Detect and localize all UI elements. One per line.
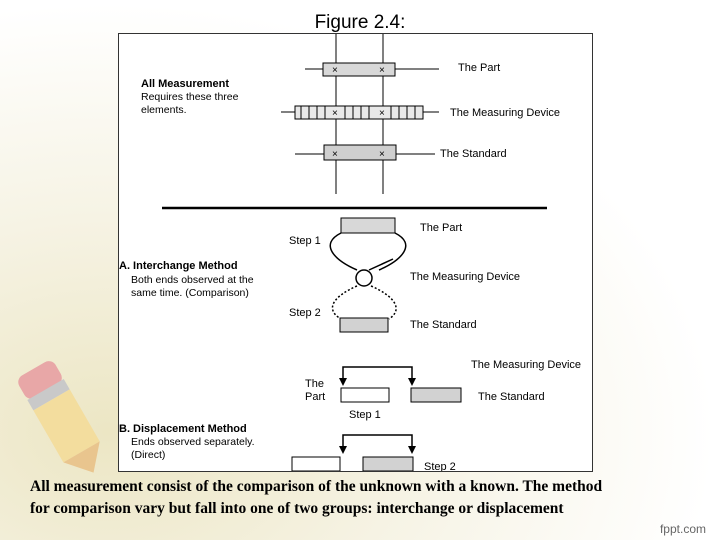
interchange-step1: Step 1: [289, 235, 321, 247]
displacement-device-step1: [342, 366, 413, 384]
caliper-lower-left: [331, 285, 358, 320]
displacement-device-step2: [342, 434, 413, 452]
interchange-label-standard: The Standard: [410, 319, 477, 331]
step2-arrow-right: [408, 446, 416, 454]
step1-arrow-right: [408, 378, 416, 386]
standard-bar: [323, 144, 397, 161]
caption: All measurement consist of the compariso…: [30, 476, 710, 520]
interchange-label-part: The Part: [420, 222, 462, 234]
standard-mark-right: ×: [379, 149, 385, 160]
device-mark-left: ×: [332, 108, 338, 119]
displacement-label-standard: The Standard: [478, 391, 545, 403]
displacement-part-bar: [340, 387, 390, 403]
interchange-step2: Step 2: [289, 307, 321, 319]
caliper-upper-left: [329, 232, 358, 271]
displacement-step1: Step 1: [349, 409, 381, 421]
device-mark-right: ×: [379, 108, 385, 119]
displacement-heading: B. Displacement Method: [119, 423, 247, 435]
all-measurement-desc-1: Requires these three: [141, 91, 239, 103]
displacement-desc-1: Ends observed separately.: [131, 436, 255, 448]
displacement-part-line2: Part: [305, 391, 325, 403]
device-bar: [294, 105, 424, 120]
all-measurement-section: All Measurement Requires these three ele…: [141, 34, 560, 194]
interchange-section: The Part Step 1 The Measuring Device Ste…: [119, 217, 520, 333]
caption-line-2: for comparison vary but fall into one of…: [30, 500, 564, 517]
interchange-standard-bar: [339, 317, 389, 333]
step2-standard-bar: [362, 456, 414, 471]
caption-line-1: All measurement consist of the compariso…: [30, 478, 603, 495]
part-mark-right: ×: [379, 65, 385, 76]
step1-arrow-left: [339, 378, 347, 386]
caliper-lower-right: [370, 285, 397, 320]
step2-part-bar: [291, 456, 341, 471]
figure-panel: All Measurement Requires these three ele…: [118, 33, 593, 472]
device-ticks: [300, 106, 416, 119]
brand-text: fppt.com: [659, 522, 706, 536]
step2-arrow-left: [339, 446, 347, 454]
interchange-part-bar: [340, 217, 396, 234]
interchange-desc-1: Both ends observed at the: [131, 274, 254, 286]
all-measurement-heading: All Measurement: [141, 78, 229, 90]
displacement-desc-2: (Direct): [131, 449, 165, 461]
caliper-pivot: [355, 269, 373, 287]
interchange-label-device: The Measuring Device: [410, 271, 520, 283]
standard-mark-left: ×: [332, 149, 338, 160]
all-measurement-desc-2: elements.: [141, 104, 187, 116]
displacement-step2: Step 2: [424, 461, 456, 471]
pencil-icon: [18, 361, 100, 473]
part-mark-left: ×: [332, 65, 338, 76]
displacement-section: The Measuring Device The Part The Standa…: [119, 359, 581, 471]
label-measuring-device: The Measuring Device: [450, 107, 560, 119]
part-bar: [322, 62, 396, 77]
interchange-heading: A. Interchange Method: [119, 260, 238, 272]
label-the-standard: The Standard: [440, 148, 507, 160]
displacement-part-line1: The: [305, 378, 324, 390]
label-the-part: The Part: [458, 62, 500, 74]
caliper-pointer: [368, 258, 394, 271]
caliper-upper-right: [378, 232, 407, 271]
interchange-desc-2: same time. (Comparison): [131, 287, 249, 299]
displacement-standard-bar: [410, 387, 462, 403]
displacement-label-device: The Measuring Device: [471, 359, 581, 371]
slide-title: Figure 2.4:: [314, 12, 406, 33]
